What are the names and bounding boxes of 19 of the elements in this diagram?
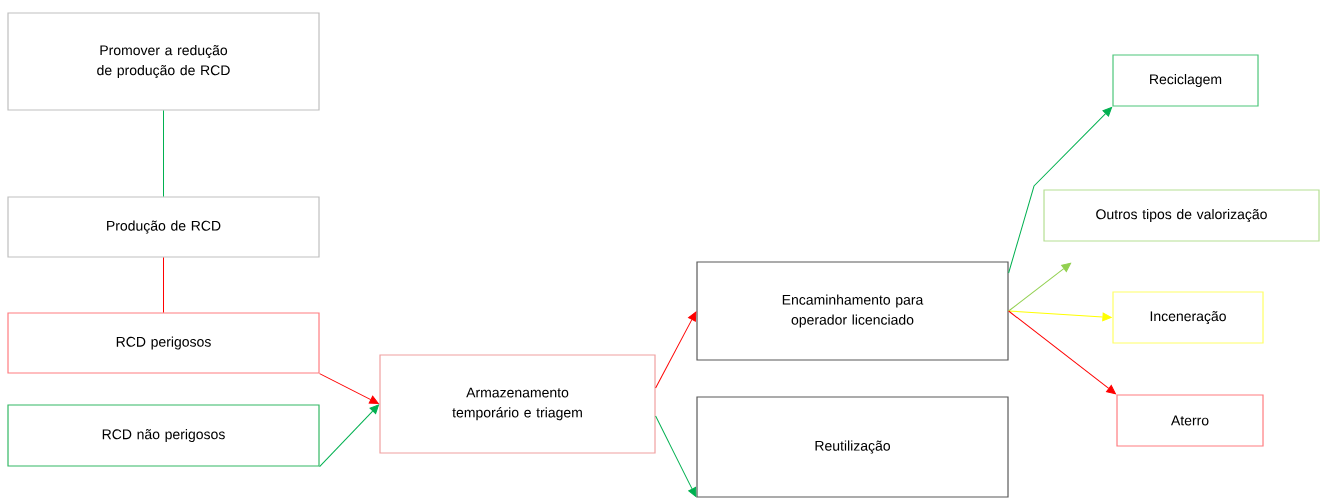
process-box: Aterro [1116,394,1264,447]
process-box: Reciclagem [1112,54,1259,107]
process-box: Inceneração [1112,291,1264,344]
process-box: Armazenamento temporário e triagem [379,354,656,454]
arrow [655,311,697,389]
arrow [655,415,697,497]
process-box: RCD perigosos [7,312,320,374]
process-box: Reutilização [696,396,1009,498]
arrow [319,373,379,404]
arrow [319,404,380,468]
process-box: RCD não perigosos [7,404,320,467]
process-box: Promover a redução de produção de RCD [7,12,320,111]
arrow [1008,106,1113,274]
arrow [1008,310,1116,395]
arrow [1008,262,1072,312]
process-box: Encaminhamento para operador licenciado [696,261,1009,361]
process-box: Outros tipos de valorização [1043,189,1320,242]
process-box: Produção de RCD [7,196,320,258]
arrow [1008,310,1112,322]
